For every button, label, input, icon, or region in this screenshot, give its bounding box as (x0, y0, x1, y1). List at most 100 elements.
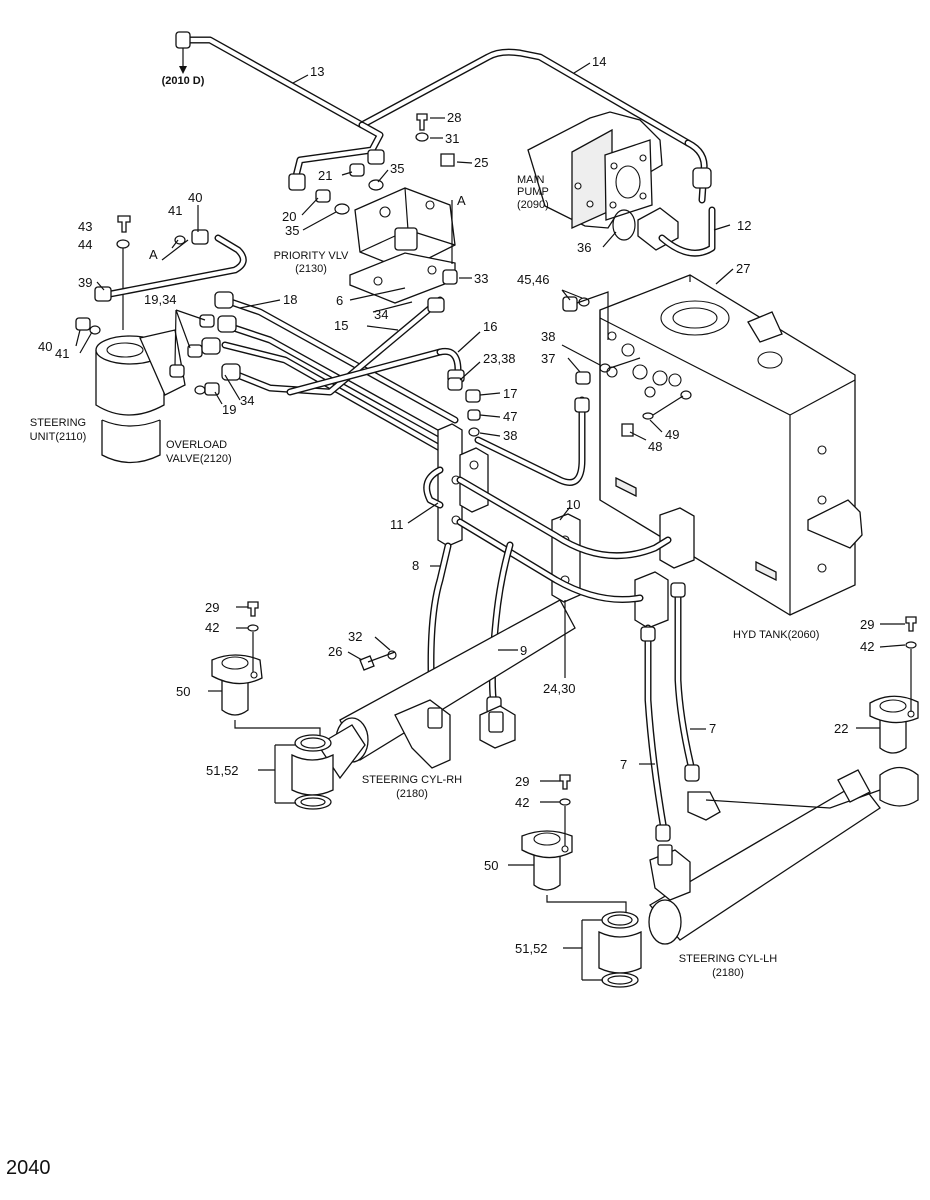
callout-51-52-lh: 51,52 (515, 941, 548, 956)
callout-a-valve: A (457, 193, 466, 208)
hose-39 (101, 234, 247, 299)
washer-42a (247, 624, 259, 632)
callout-a-steering: A (149, 247, 158, 262)
main-pump (527, 111, 663, 230)
hydraulic-tank (599, 274, 863, 616)
callout-40-lower: 40 (38, 339, 52, 354)
callout-17: 17 (503, 386, 517, 401)
pipes-15-16-18 (201, 291, 465, 452)
callout-50-lh: 50 (484, 858, 498, 873)
bushing-22 (869, 695, 919, 754)
callout-25: 25 (474, 155, 488, 170)
callout-39: 39 (78, 275, 92, 290)
callout-47: 47 (503, 409, 517, 424)
steering-unit (95, 329, 186, 464)
caption-steering-unit: STEERING (30, 417, 86, 429)
callout-49: 49 (665, 427, 679, 442)
callout-9: 9 (520, 643, 527, 658)
callout-13: 13 (310, 64, 324, 79)
callout-41-lower: 41 (55, 346, 69, 361)
bolt-29c (559, 774, 571, 790)
caption-overload-valve: OVERLOAD (166, 439, 227, 451)
fitting-19-lower (204, 382, 220, 396)
bolt-29a (247, 601, 259, 617)
caption-main-pump-2: PUMP (517, 186, 549, 198)
o-ring-41-lower (89, 325, 101, 335)
callout-50-rh: 50 (176, 684, 190, 699)
callout-35a: 35 (390, 161, 404, 176)
page-number: 2040 (6, 1157, 51, 1179)
callout-48: 48 (648, 439, 662, 454)
fitting-19b (169, 364, 185, 378)
plug-48 (621, 423, 634, 437)
callout-44: 44 (78, 237, 92, 252)
caption-steering-cyl-lh: STEERING CYL-LH (679, 953, 777, 965)
callout-2010d: (2010 D) (162, 75, 205, 87)
fitting-40-lower (75, 317, 91, 331)
callout-labels: (2010 D) 13 14 28 31 25 21 35 20 35 A A … (38, 54, 874, 956)
washer-44 (116, 239, 130, 249)
bearing-51-52-lh (598, 911, 642, 988)
leader-lines (75, 62, 906, 981)
callout-12: 12 (737, 218, 751, 233)
steering-cylinder-rh (317, 599, 576, 780)
tubes-10-11 (423, 466, 672, 604)
callout-42-rh: 42 (205, 620, 219, 635)
fitting-23 (447, 377, 463, 391)
hoses-7-8-9 (424, 541, 700, 842)
bolt-29b (905, 616, 917, 632)
o-ring-38 (468, 427, 480, 437)
fitting-21 (349, 163, 365, 177)
o-ring-35a (368, 179, 384, 191)
steering-cylinder-lh (648, 769, 881, 945)
callout-32: 32 (348, 629, 362, 644)
callout-29-rh: 29 (205, 600, 219, 615)
plug-45 (562, 296, 578, 312)
pipe-13-14 (175, 31, 712, 204)
o-ring-36 (612, 209, 636, 241)
callout-20: 20 (282, 209, 296, 224)
callout-33: 33 (474, 271, 488, 286)
fitting-47 (467, 409, 481, 421)
callout-37: 37 (541, 351, 555, 366)
fitting-20 (315, 189, 331, 203)
washer-31 (415, 132, 429, 142)
priority-valve (349, 187, 456, 304)
callout-43: 43 (78, 219, 92, 234)
callout-19-lower: 19 (222, 402, 236, 417)
callout-10: 10 (566, 497, 580, 512)
callout-27: 27 (736, 261, 750, 276)
bolt-43 (117, 215, 131, 233)
callout-7-right: 7 (709, 721, 716, 736)
washer-42c (559, 798, 571, 806)
callout-21: 21 (318, 168, 332, 183)
callout-8: 8 (412, 558, 419, 573)
bushing-50-lh (521, 830, 573, 891)
caption-overload-valve-2: VALVE(2120) (166, 453, 232, 465)
callout-15: 15 (334, 318, 348, 333)
callout-22: 22 (834, 721, 848, 736)
fitting-19c (199, 314, 215, 328)
o-ring-35b (334, 203, 350, 215)
caption-main-pump: MAIN (517, 174, 545, 186)
hose-return (474, 396, 586, 486)
callout-11: 11 (390, 517, 404, 532)
callout-38-lower: 38 (503, 428, 517, 443)
o-ring-41-upper (174, 235, 186, 245)
caption-priority-valve: PRIORITY VLV (274, 250, 349, 262)
bolt-28 (416, 113, 428, 131)
caption-steering-cyl-lh-2: (2180) (712, 967, 744, 979)
callout-29-lh: 29 (515, 774, 529, 789)
fitting-17 (465, 389, 481, 403)
bushing-50-rh (211, 654, 263, 716)
callout-26: 26 (328, 644, 342, 659)
callout-6: 6 (336, 293, 343, 308)
callout-42-lh: 42 (515, 795, 529, 810)
callout-16: 16 (483, 319, 497, 334)
callout-34-upper: 34 (374, 307, 388, 322)
callout-24-30: 24,30 (543, 681, 576, 696)
callout-31: 31 (445, 131, 459, 146)
fitting-37 (575, 371, 591, 385)
callout-51-52-rh: 51,52 (206, 763, 239, 778)
